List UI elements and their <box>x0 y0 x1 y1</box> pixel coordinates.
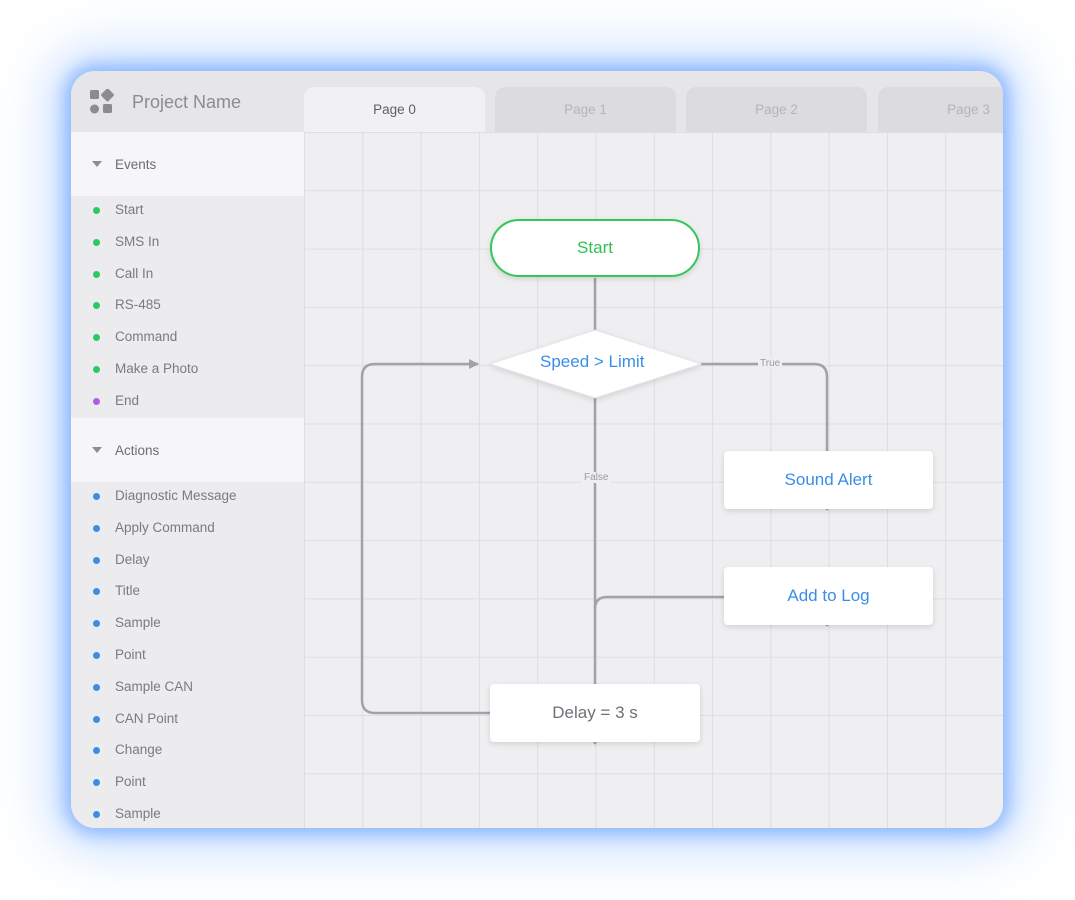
status-dot-icon <box>93 334 100 342</box>
condition-diamond <box>488 329 703 399</box>
section-events-label: Events <box>115 156 157 172</box>
status-dot-icon <box>93 302 100 310</box>
sidebar-item-rs-485[interactable]: RS-485 <box>71 290 304 320</box>
section-events-header[interactable]: Events <box>71 132 304 196</box>
status-dot-icon <box>93 683 100 691</box>
sidebar-item-label: End <box>115 392 140 408</box>
status-dot-icon <box>93 366 100 373</box>
sidebar-item-change[interactable]: Change <box>71 735 304 765</box>
sidebar-item-command[interactable]: Command <box>71 322 304 352</box>
sidebar-item-sample[interactable]: Sample <box>71 799 304 828</box>
project-name[interactable]: Project Name <box>132 92 242 112</box>
sidebar-item-label: Change <box>115 742 163 758</box>
tab-page-0[interactable]: Page 0 <box>304 87 485 132</box>
sidebar-item-label: Apply Command <box>115 519 215 535</box>
sidebar-item-label: Point <box>115 647 146 662</box>
delay-node[interactable]: Delay = 3 s <box>490 684 700 742</box>
status-dot-icon <box>93 207 100 214</box>
sidebar-item-make-a-photo[interactable]: Make a Photo <box>71 354 304 384</box>
sidebar-item-sms-in[interactable]: SMS In <box>71 227 304 257</box>
sidebar-item-point[interactable]: Point <box>71 640 304 670</box>
sidebar-item-label: SMS In <box>115 233 160 249</box>
condition-node[interactable]: Speed > Limit <box>540 352 645 371</box>
sidebar-item-label: CAN Point <box>115 710 179 726</box>
add-to-log-node[interactable]: Add to Log <box>724 567 933 625</box>
sidebar-item-end[interactable]: End <box>71 386 304 416</box>
status-dot-icon <box>93 779 100 787</box>
status-dot-icon <box>93 493 100 500</box>
sidebar-item-start[interactable]: Start <box>71 195 304 225</box>
sidebar-item-call-in[interactable]: Call In <box>71 259 304 289</box>
edge-log-to-delay <box>593 595 724 610</box>
section-actions-header[interactable]: Actions <box>71 418 304 482</box>
false-edge-label: False <box>582 472 611 483</box>
true-edge-label: True <box>758 358 783 369</box>
project-header: Project Name <box>71 71 304 132</box>
sidebar-item-label: Start <box>115 202 144 217</box>
start-node[interactable]: Start <box>490 219 700 277</box>
sidebar-item-label: Title <box>115 583 141 599</box>
sidebar-item-label: Sample <box>115 806 161 821</box>
sidebar-item-point[interactable]: Point <box>71 767 304 797</box>
status-dot-icon <box>93 524 100 532</box>
status-dot-icon <box>93 588 100 596</box>
sidebar-item-apply-command[interactable]: Apply Command <box>71 513 304 543</box>
status-dot-icon <box>93 556 100 564</box>
sound-alert-node[interactable]: Sound Alert <box>724 451 933 509</box>
sidebar-item-label: Point <box>115 774 146 790</box>
sidebar-item-sample[interactable]: Sample <box>71 608 304 638</box>
edge-delay-loop <box>360 359 490 715</box>
tab-page-3[interactable]: Page 3 <box>878 87 1003 132</box>
sidebar-item-sample-can[interactable]: Sample CAN <box>71 672 304 702</box>
status-dot-icon <box>93 238 100 246</box>
sidebar-item-label: Diagnostic Message <box>115 488 237 503</box>
sidebar-item-delay[interactable]: Delay <box>71 545 304 575</box>
flow-canvas[interactable]: Start Speed > Limit True False Sound Ale… <box>304 132 1003 828</box>
sidebar-item-label: Sample <box>115 615 161 631</box>
page-tabs: Page 0 Page 1 Page 2 Page 3 <box>304 71 1003 132</box>
status-dot-icon <box>93 747 100 755</box>
sidebar-item-diagnostic-message[interactable]: Diagnostic Message <box>71 481 304 511</box>
edge-condition-true <box>701 362 832 511</box>
caret-down-icon <box>92 447 102 453</box>
sidebar-item-label: Delay <box>115 551 150 567</box>
sidebar-item-label: Sample CAN <box>115 678 194 694</box>
sidebar-item-label: RS-485 <box>115 297 161 313</box>
tab-page-2[interactable]: Page 2 <box>686 87 867 132</box>
status-dot-icon <box>93 620 100 628</box>
status-dot-icon <box>93 811 100 818</box>
tab-page-1[interactable]: Page 1 <box>495 87 676 132</box>
status-dot-icon <box>93 270 100 278</box>
caret-down-icon <box>92 161 102 167</box>
app-window: Project Name Page 0 Page 1 Page 2 Page 3… <box>71 71 1003 828</box>
sidebar-item-label: Call In <box>115 265 154 281</box>
blocks-logo-icon <box>89 88 115 115</box>
sidebar-item-label: Make a Photo <box>115 361 199 376</box>
sidebar-item-label: Command <box>115 329 178 345</box>
section-actions-label: Actions <box>115 442 160 458</box>
sidebar-item-can-point[interactable]: CAN Point <box>71 704 304 734</box>
status-dot-icon <box>93 715 100 723</box>
sidebar-item-title[interactable]: Title <box>71 576 304 606</box>
status-dot-icon <box>93 397 100 405</box>
status-dot-icon <box>93 652 100 659</box>
